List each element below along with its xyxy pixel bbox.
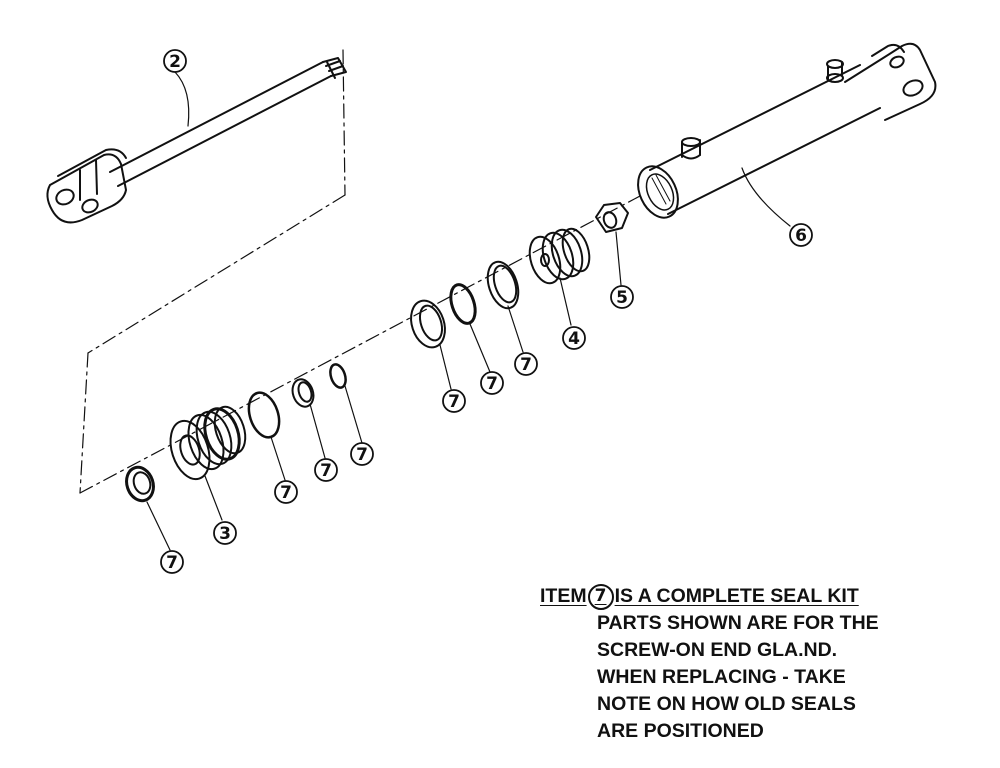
seal-kit-note: ITEM 7 IS A COMPLETE SEAL KIT PARTS SHOW… bbox=[540, 583, 995, 745]
wiper-seal bbox=[125, 465, 155, 503]
gland bbox=[169, 405, 247, 481]
rod-leader bbox=[174, 71, 190, 127]
callout-label-piston: 4 bbox=[568, 329, 580, 349]
callout-circle-nut bbox=[610, 285, 634, 309]
note-heading: ITEM 7 IS A COMPLETE SEAL KIT bbox=[540, 583, 995, 610]
nut-leader bbox=[615, 231, 622, 286]
piston bbox=[528, 227, 591, 285]
note-line: NOTE ON HOW OLD SEALS bbox=[597, 693, 856, 715]
callout-label-seal: 7 bbox=[320, 461, 332, 481]
callout-circle-seal bbox=[442, 389, 466, 413]
note-line: ARE POSITIONED bbox=[597, 720, 764, 742]
barrel-leader bbox=[741, 167, 791, 227]
callout-circle-seal bbox=[480, 371, 504, 395]
piston-nut bbox=[595, 202, 629, 233]
note-line: WHEN REPLACING - TAKE bbox=[597, 666, 846, 688]
note-item-callout: 7 bbox=[587, 583, 614, 610]
piston-rod bbox=[46, 57, 347, 224]
callout-circle-seal bbox=[514, 352, 538, 376]
gland-leader bbox=[204, 475, 223, 521]
callout-circle-barrel bbox=[789, 223, 813, 247]
piston-seal-leaders bbox=[439, 305, 524, 390]
note-heading-prefix: ITEM bbox=[540, 585, 587, 607]
piston-seal-rings bbox=[410, 260, 520, 349]
callout-label-barrel: 6 bbox=[795, 226, 807, 246]
callout-label-seal: 7 bbox=[166, 553, 178, 573]
callout-circle-rod bbox=[163, 49, 187, 73]
callout-label-seal: 7 bbox=[448, 392, 460, 412]
callout-circle-seal bbox=[350, 442, 374, 466]
note-line: PARTS SHOWN ARE FOR THE bbox=[597, 612, 879, 634]
callout-label-rod: 2 bbox=[169, 52, 181, 72]
note-line: SCREW-ON END GLA.ND. bbox=[597, 639, 838, 661]
wiper-leader bbox=[146, 501, 171, 551]
gland-seal-leaders bbox=[270, 385, 363, 481]
piston-leader bbox=[559, 277, 572, 326]
assembly-centerline bbox=[79, 49, 641, 494]
callout-label-gland: 3 bbox=[219, 524, 231, 544]
callout-label-nut: 5 bbox=[616, 288, 628, 308]
gland-seal-rings bbox=[247, 363, 347, 439]
callout-label-seal: 7 bbox=[356, 445, 368, 465]
callout-circle-gland bbox=[213, 521, 237, 545]
callout-label-seal: 7 bbox=[486, 374, 498, 394]
callout-circle-seal bbox=[274, 480, 298, 504]
cylinder-barrel bbox=[637, 42, 937, 219]
callout-circle-seal bbox=[314, 458, 338, 482]
note-heading-suffix: IS A COMPLETE SEAL KIT bbox=[614, 585, 859, 607]
callout-label-seal: 7 bbox=[280, 483, 292, 503]
callout-circle-seal bbox=[160, 550, 184, 574]
callout-circle-piston bbox=[562, 326, 586, 350]
callout-label-seal: 7 bbox=[520, 355, 532, 375]
